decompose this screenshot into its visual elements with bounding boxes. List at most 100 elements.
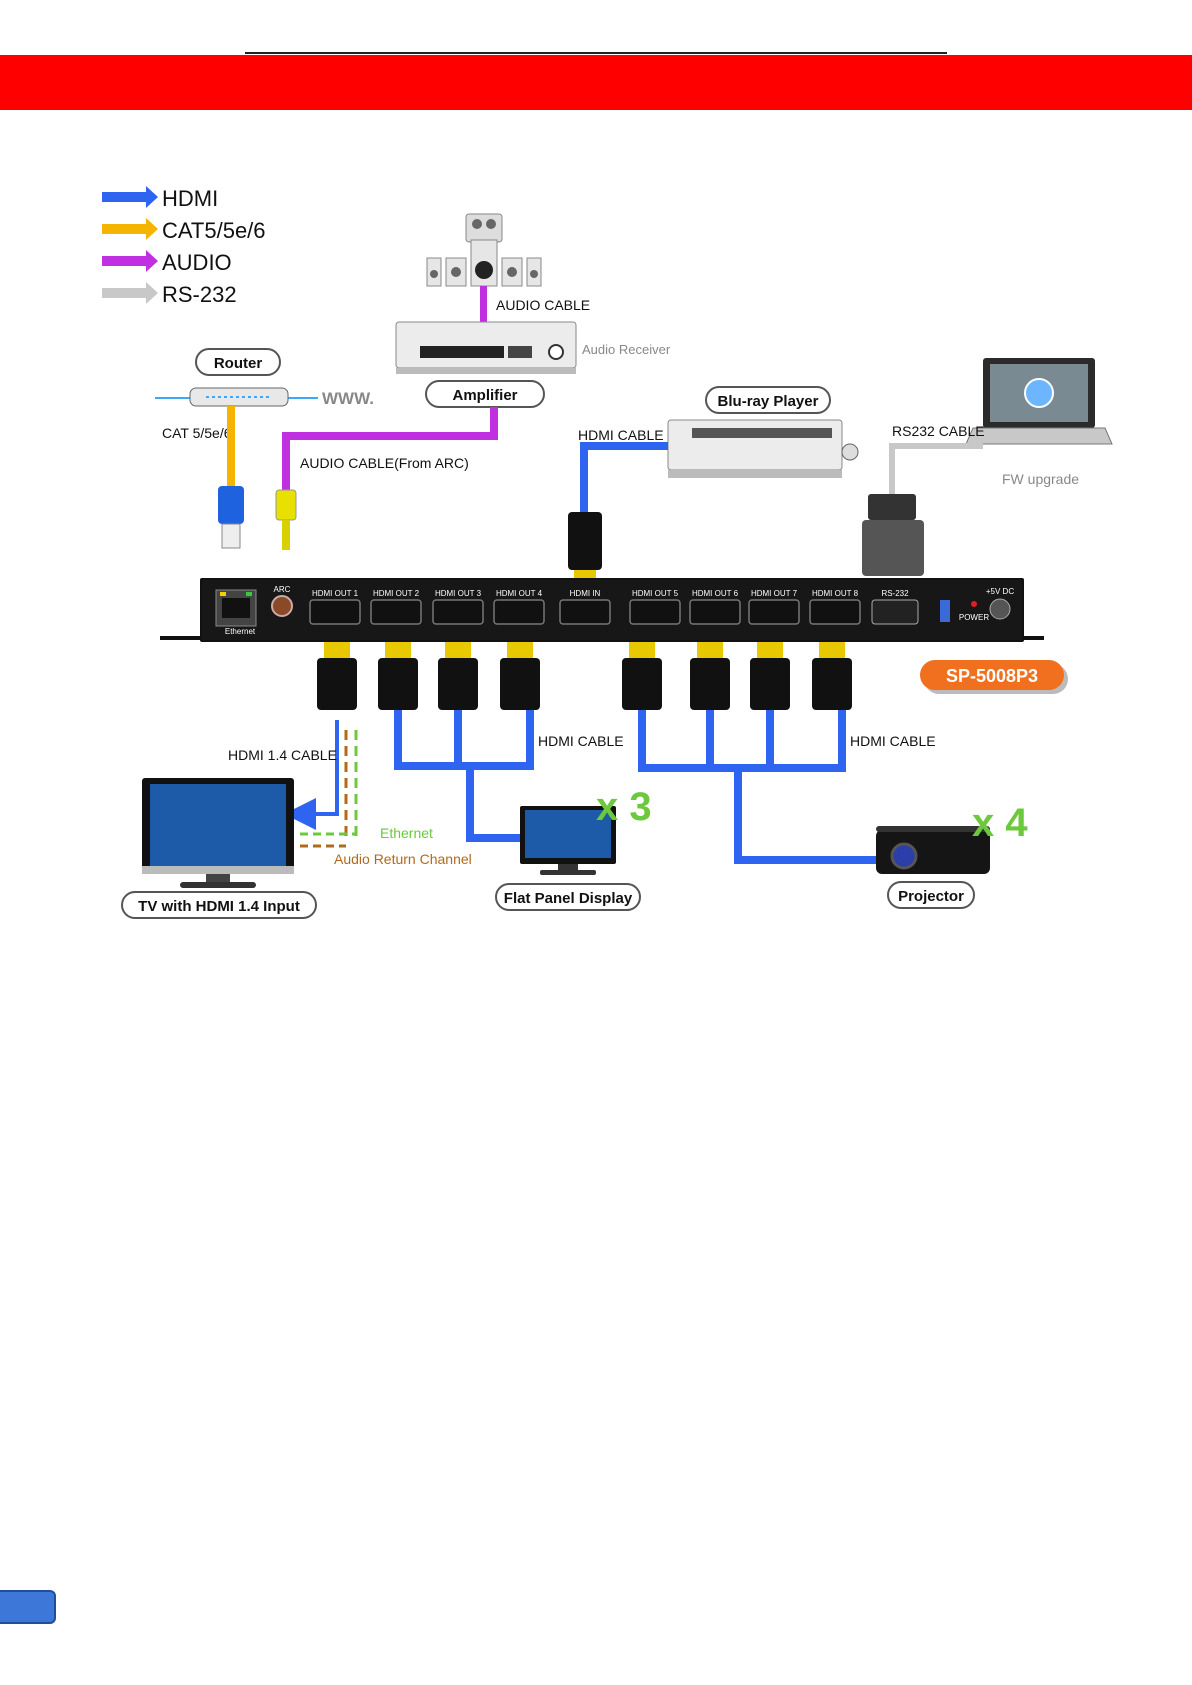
model-label: SP-5008P3 bbox=[946, 666, 1038, 686]
legend-hdmi-label: HDMI bbox=[162, 186, 218, 211]
laptop-icon bbox=[965, 358, 1113, 445]
hdmi-plug-icon bbox=[378, 642, 418, 710]
flat-panel-icon bbox=[520, 806, 616, 875]
hdmi-in-plug-icon bbox=[568, 512, 602, 586]
hdmi14-label: HDMI 1.4 CABLE bbox=[228, 747, 337, 763]
hdmi-cable-mid-label: HDMI CABLE bbox=[538, 733, 624, 749]
hdmi-port-9: HDMI OUT 8 bbox=[809, 589, 861, 625]
rca-plug-icon bbox=[275, 489, 297, 550]
header-rule bbox=[245, 52, 947, 54]
hdmi14-cable bbox=[284, 720, 339, 830]
rj45-plug-icon bbox=[218, 486, 244, 549]
amplifier-pill: Amplifier bbox=[425, 380, 545, 408]
hdmi-port-7: HDMI OUT 6 bbox=[689, 589, 741, 625]
audio-cable-speakers bbox=[480, 286, 487, 322]
rs232-cable-label: RS232 CABLE bbox=[892, 423, 985, 439]
legend-audio-label: AUDIO bbox=[162, 250, 232, 275]
rs232-port-icon bbox=[871, 599, 919, 625]
hdmi-port-3: HDMI OUT 3 bbox=[432, 589, 484, 625]
hdmi-port-label: HDMI OUT 8 bbox=[812, 589, 859, 598]
hdmi-port-1: HDMI OUT 1 bbox=[309, 589, 361, 625]
hdmi-cable-bluray bbox=[580, 442, 668, 512]
switch-rs232-label: RS-232 bbox=[881, 589, 909, 598]
legend: HDMI CAT5/5e/6 AUDIO RS-232 bbox=[102, 186, 266, 307]
output-plugs bbox=[317, 642, 852, 710]
legend-rs232-arrow bbox=[102, 282, 158, 304]
projector-multiplier: x 4 bbox=[972, 801, 1028, 845]
dc-jack-icon bbox=[989, 598, 1011, 620]
switch-arc-label: ARC bbox=[274, 585, 291, 594]
flat-panel-multiplier: x 3 bbox=[596, 785, 652, 829]
hdmi-port-label: HDMI OUT 2 bbox=[373, 589, 420, 598]
header-bar bbox=[0, 55, 1192, 110]
audio-arc-cable bbox=[282, 407, 498, 490]
hdmi-plug-icon bbox=[438, 642, 478, 710]
projector-icon bbox=[876, 826, 990, 874]
hdmi-port-8: HDMI OUT 7 bbox=[748, 589, 800, 625]
hdmi-port-label: HDMI OUT 1 bbox=[312, 589, 359, 598]
ethernet-port-icon bbox=[215, 589, 257, 627]
hdmi-plug-icon bbox=[500, 642, 540, 710]
db9-plug-icon bbox=[862, 494, 924, 576]
projector-pill: Projector bbox=[887, 881, 975, 909]
hdmi-plug-icon bbox=[317, 642, 357, 710]
ethernet-channel-label: Ethernet bbox=[380, 825, 433, 841]
flat-panel-pill: Flat Panel Display bbox=[495, 883, 641, 911]
router-label: Router bbox=[214, 355, 262, 372]
bluray-player-icon bbox=[667, 419, 859, 478]
hdmi-port-2: HDMI OUT 2 bbox=[370, 589, 422, 625]
legend-cat-label: CAT5/5e/6 bbox=[162, 218, 266, 243]
hdmi-plug-icon bbox=[750, 642, 790, 710]
hdmi-port-label: HDMI OUT 6 bbox=[692, 589, 739, 598]
router-pill: Router bbox=[195, 348, 281, 376]
power-led-icon bbox=[971, 601, 977, 607]
legend-hdmi-arrow bbox=[102, 186, 158, 208]
switch-dc-label: +5V DC bbox=[986, 587, 1014, 596]
speaker-set-icon bbox=[426, 213, 542, 287]
hdmi-plug-icon bbox=[812, 642, 852, 710]
arc-channel-label: Audio Return Channel bbox=[334, 851, 472, 867]
bluray-label: Blu-ray Player bbox=[718, 393, 819, 410]
hdmi-port-6: HDMI OUT 5 bbox=[629, 589, 681, 625]
fw-upgrade-label: FW upgrade bbox=[1002, 471, 1079, 487]
rs232-cable bbox=[889, 443, 983, 494]
legend-rs232-label: RS-232 bbox=[162, 282, 237, 307]
cat-cable bbox=[227, 406, 235, 486]
bluray-pill: Blu-ray Player bbox=[705, 386, 831, 414]
router-icon bbox=[189, 387, 289, 407]
hdmi-port-label: HDMI OUT 3 bbox=[435, 589, 482, 598]
hdmi-plug-icon bbox=[690, 642, 730, 710]
switch-power-label: POWER bbox=[959, 613, 989, 622]
audio-cable-label: AUDIO CABLE bbox=[496, 297, 590, 313]
hdmi-port-label: HDMI OUT 7 bbox=[751, 589, 798, 598]
hdmi-port-label: HDMI OUT 4 bbox=[496, 589, 543, 598]
mode-switch-icon bbox=[940, 600, 950, 622]
legend-cat-arrow bbox=[102, 218, 158, 240]
hdmi-port-4: HDMI OUT 4 bbox=[493, 589, 545, 625]
flat-panel-label: Flat Panel Display bbox=[504, 890, 633, 907]
hdmi-ports: HDMI OUT 1 HDMI OUT 2 HDMI OUT 3 HDMI OUT 4… bbox=[309, 589, 861, 625]
hdmi-cable-projector bbox=[638, 710, 876, 864]
connection-diagram: HDMI CAT5/5e/6 AUDIO RS-232 AUDIO CABLE … bbox=[102, 186, 1113, 919]
model-badge: SP-5008P3 bbox=[920, 660, 1068, 694]
cat-label: CAT 5/5e/6 bbox=[162, 425, 232, 441]
hdmi-cable-right-label: HDMI CABLE bbox=[850, 733, 936, 749]
audio-receiver-label: Audio Receiver bbox=[582, 342, 671, 357]
arc-jack-icon bbox=[271, 595, 293, 617]
page-tab bbox=[0, 1590, 56, 1624]
projector-label: Projector bbox=[898, 888, 964, 905]
hdmi-cable-bluray-label: HDMI CABLE bbox=[578, 427, 664, 443]
tv-pill: TV with HDMI 1.4 Input bbox=[121, 891, 317, 919]
tv-label: TV with HDMI 1.4 Input bbox=[138, 898, 300, 915]
hdmi-port-5: HDMI IN bbox=[559, 589, 611, 625]
hdmi-port-label: HDMI OUT 5 bbox=[632, 589, 679, 598]
hdmi-cable-flat-panel bbox=[394, 710, 534, 842]
tv-icon bbox=[142, 778, 294, 888]
legend-audio-arrow bbox=[102, 250, 158, 272]
hdmi-plug-icon bbox=[622, 642, 662, 710]
switch-ethernet-label: Ethernet bbox=[225, 627, 256, 636]
www-label: WWW. bbox=[322, 389, 374, 408]
audio-arc-label: AUDIO CABLE(From ARC) bbox=[300, 455, 469, 471]
amplifier-label: Amplifier bbox=[452, 387, 517, 404]
hdmi-port-label: HDMI IN bbox=[570, 589, 601, 598]
